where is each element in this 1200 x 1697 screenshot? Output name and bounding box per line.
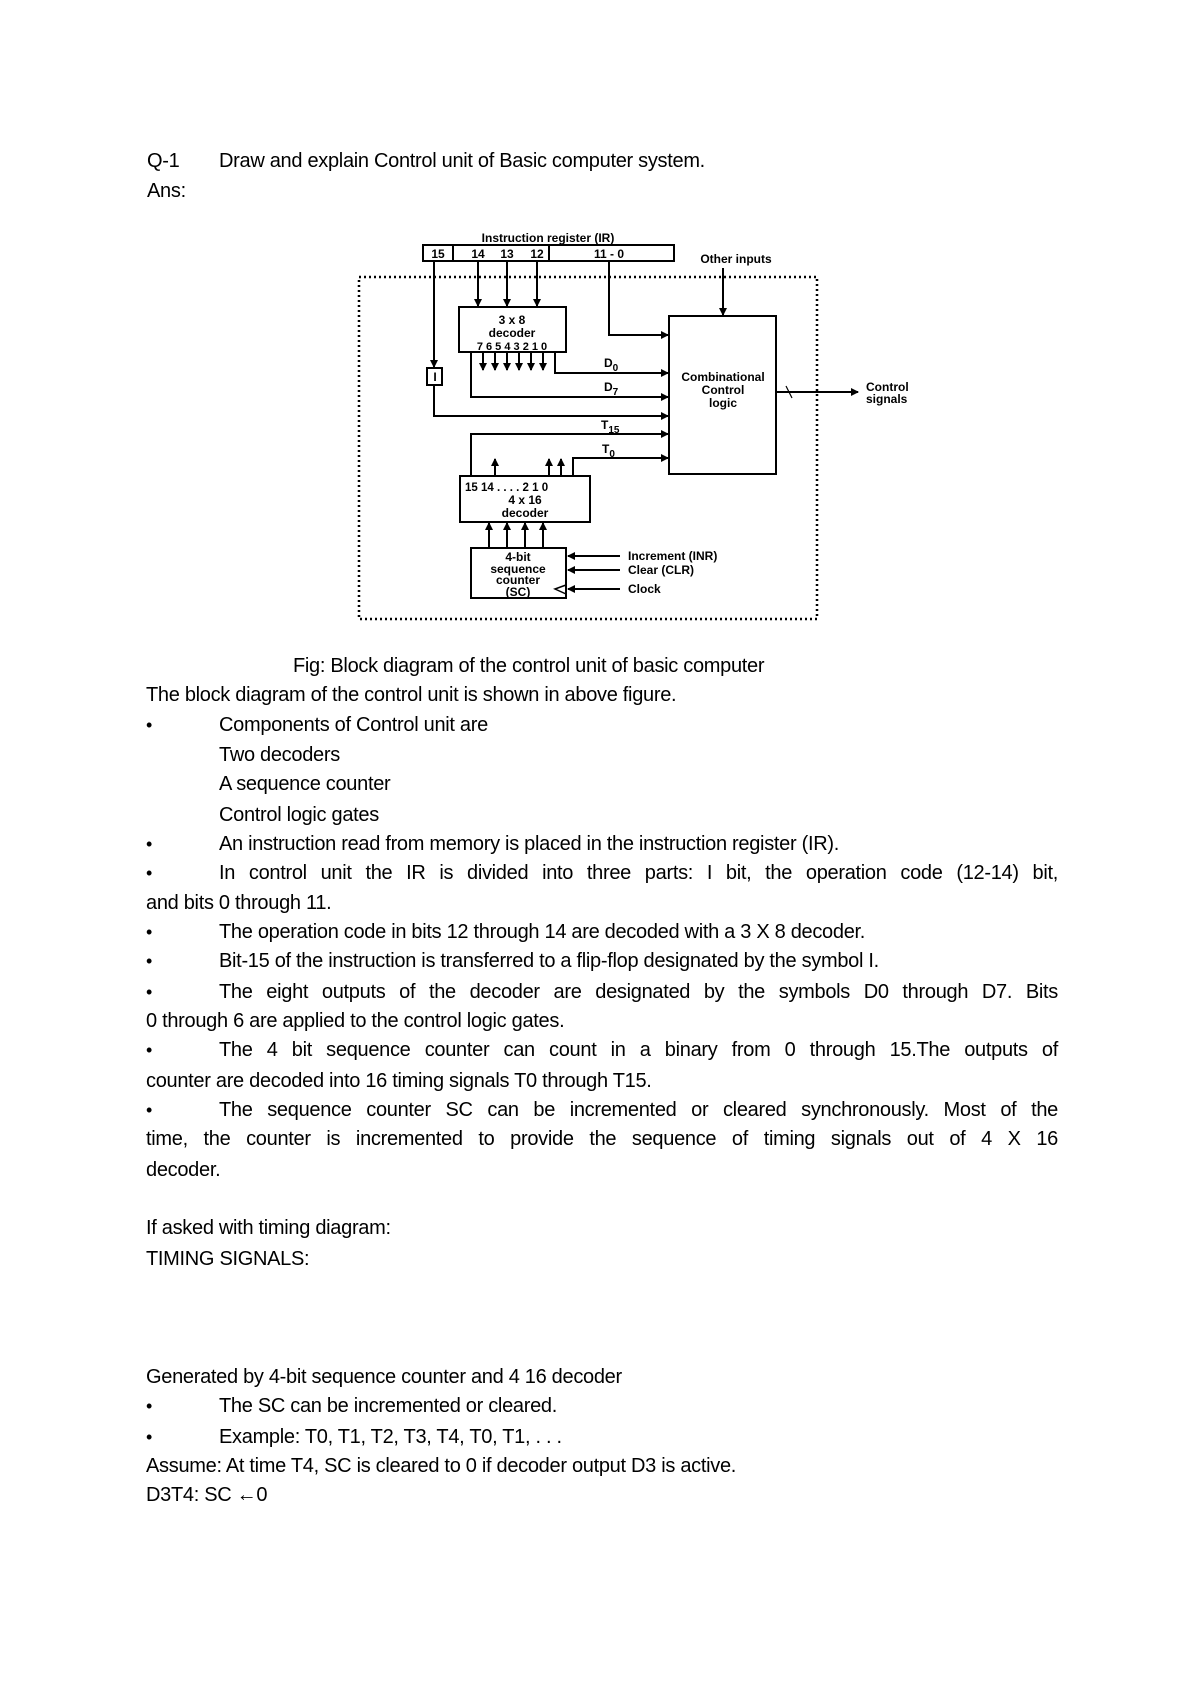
control-signals-line1: Control	[866, 380, 909, 394]
bullet: •	[146, 1040, 153, 1060]
t0-label: T0	[602, 442, 615, 460]
bullet: •	[146, 834, 153, 854]
control-unit-block-diagram: Instruction register (IR) 15 14 13 12 11…	[357, 231, 909, 621]
assume-text: Assume: At time T4, SC is cleared to 0 i…	[146, 1455, 737, 1477]
d0-label: D0	[604, 356, 619, 374]
bullet-text-cont: time, the counter is incremented to prov…	[146, 1128, 1058, 1150]
bullet-text: Bit-15 of the instruction is transferred…	[219, 950, 879, 972]
bullet-text-cont: counter are decoded into 16 timing signa…	[146, 1070, 652, 1092]
bullet-text-cont: decoder.	[146, 1159, 221, 1181]
bullet: •	[146, 1396, 153, 1416]
decoder-4x16-label: decoder	[502, 506, 549, 520]
decoder-3x8-outputs: 7 6 5 4 3 2 1 0	[477, 341, 547, 353]
t15-label: T15	[601, 418, 620, 436]
bullet: •	[146, 1427, 153, 1447]
i-flipflop-label: I	[433, 370, 436, 384]
components-heading: Components of Control unit are	[219, 714, 488, 736]
d7-label: D7	[604, 380, 619, 398]
clock-label: Clock	[628, 582, 661, 596]
sc-line1: 4-bit	[505, 550, 530, 564]
bullet-text: The operation code in bits 12 through 14…	[219, 921, 866, 943]
clear-label: Clear (CLR)	[628, 563, 694, 577]
bullet-text-cont: 0 through 6 are applied to the control l…	[146, 1010, 565, 1032]
generated-text: Generated by 4-bit sequence counter and …	[146, 1366, 622, 1388]
comb-logic-line2: Control	[702, 383, 745, 397]
comb-logic-line3: logic	[709, 396, 737, 410]
bullet-text: The SC can be incremented or cleared.	[219, 1395, 557, 1417]
comb-logic-line1: Combinational	[681, 370, 764, 384]
sequence-counter	[470, 547, 567, 599]
sc-line4: (SC)	[506, 585, 531, 599]
ir-field-13: 13	[500, 247, 514, 261]
component-item: A sequence counter	[219, 773, 391, 795]
decoder-3x8-label: decoder	[489, 326, 536, 340]
ir-field-14: 14	[471, 247, 485, 261]
bullet: •	[146, 715, 153, 735]
increment-label: Increment (INR)	[628, 549, 717, 563]
timing-intro: If asked with timing diagram:	[146, 1217, 391, 1239]
bullet: •	[146, 863, 153, 883]
decoder-4x16-title: 4 x 16	[508, 493, 542, 507]
bullet-text: The eight outputs of the decoder are des…	[219, 981, 1058, 1003]
ir-title: Instruction register (IR)	[482, 231, 615, 245]
ir-field-15: 15	[431, 247, 445, 261]
component-item: Two decoders	[219, 744, 340, 766]
bullet-text: An instruction read from memory is place…	[219, 833, 839, 855]
component-item: Control logic gates	[219, 804, 379, 826]
question-number: Q-1	[147, 150, 180, 172]
bullet-text: Example: T0, T1, T2, T3, T4, T0, T1, . .…	[219, 1426, 562, 1448]
bullet: •	[146, 1100, 153, 1120]
sc-line3: counter	[496, 573, 540, 587]
bullet: •	[146, 922, 153, 942]
rule-text: D3T4: SC ←0	[146, 1484, 268, 1506]
decoder-4x16-outputs: 15 14 . . . . 2 1 0	[465, 482, 548, 494]
bullet-text: The 4 bit sequence counter can count in …	[219, 1039, 1058, 1061]
bullet-text-cont: and bits 0 through 11.	[146, 892, 332, 914]
control-signals-line2: signals	[866, 392, 908, 406]
bullet-text: The sequence counter SC can be increment…	[219, 1099, 1058, 1121]
ir-field-11-0: 11 - 0	[594, 247, 624, 261]
bullet-text: In control unit the IR is divided into t…	[219, 862, 1058, 884]
bullet: •	[146, 951, 153, 971]
question-text: Draw and explain Control unit of Basic c…	[219, 150, 705, 172]
answer-label: Ans:	[147, 180, 186, 202]
decoder-3x8-title: 3 x 8	[499, 313, 526, 327]
timing-heading: TIMING SIGNALS:	[146, 1248, 310, 1270]
figure-caption: Fig: Block diagram of the control unit o…	[293, 655, 765, 677]
sc-line2: sequence	[490, 562, 546, 576]
decoder-3x8	[458, 306, 567, 353]
ir-field-12: 12	[530, 247, 544, 261]
bullet: •	[146, 982, 153, 1002]
combinational-control-logic	[668, 315, 777, 475]
control-unit-boundary	[357, 275, 819, 621]
other-inputs-label: Other inputs	[700, 252, 772, 266]
intro-text: The block diagram of the control unit is…	[146, 684, 677, 706]
